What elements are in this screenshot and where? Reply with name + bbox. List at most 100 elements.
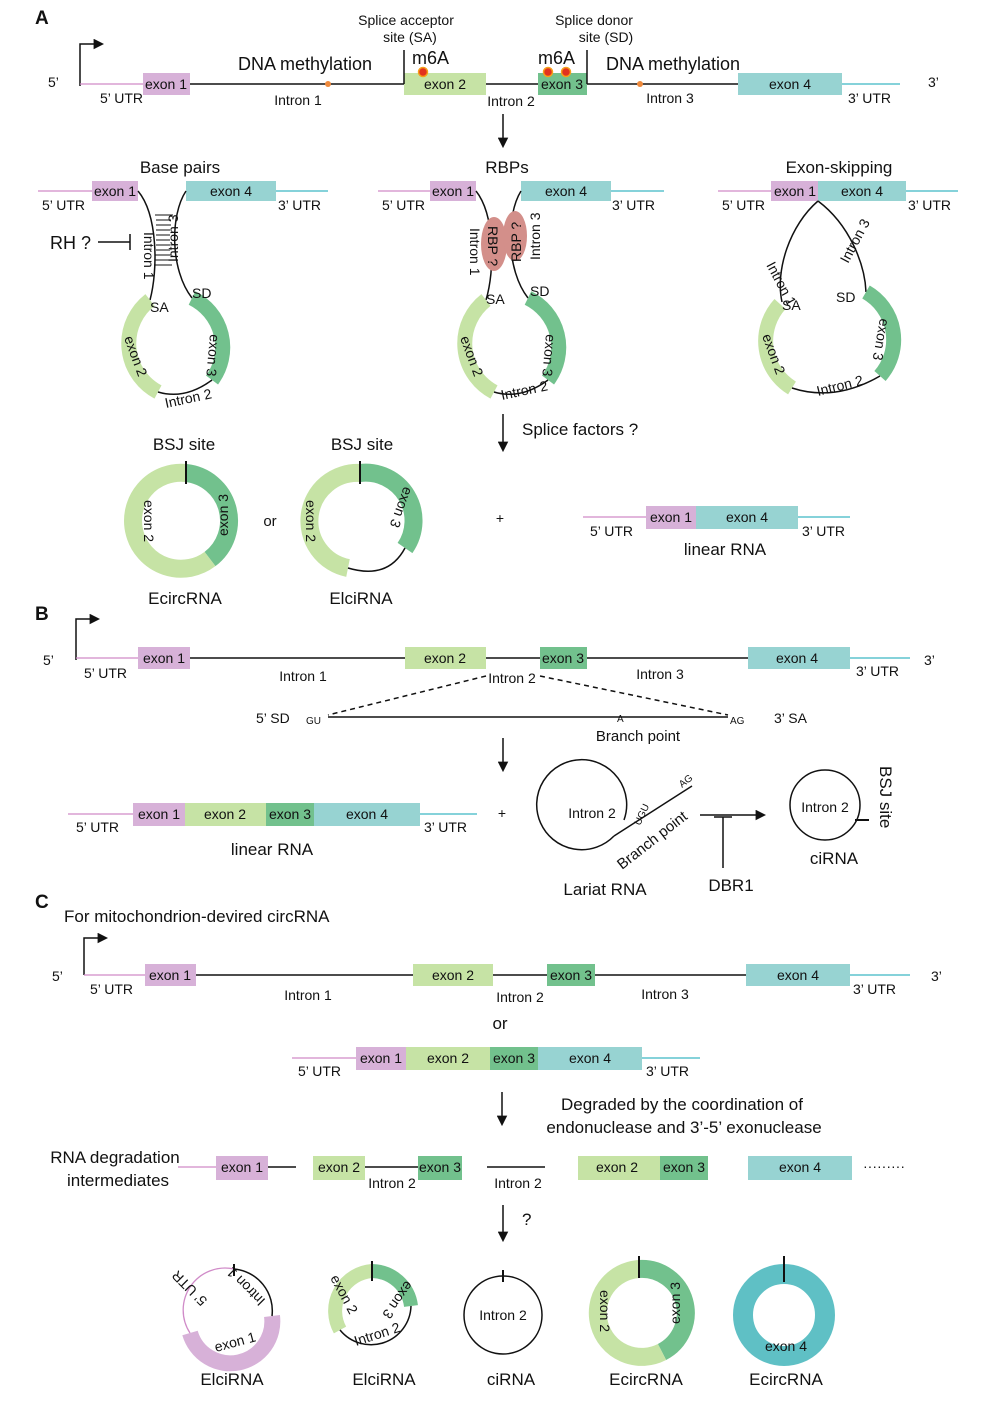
base-pair-rungs (154, 214, 173, 266)
five-prime-end: 5’ (43, 652, 54, 668)
exon4-label: exon 4 (726, 509, 768, 525)
exon1-box (430, 181, 476, 201)
rbps-title: RBPs (485, 158, 528, 177)
exon1-ring-segment (182, 1315, 281, 1372)
exon2-label: exon 2 (427, 1050, 469, 1066)
intron1-label: Intron 1 (284, 987, 332, 1003)
exon2-box (313, 1156, 365, 1180)
three-prime-end: 3’ (928, 74, 939, 90)
utr5-label: 5’ UTR (298, 1063, 341, 1079)
exon3-ring-segment (371, 1264, 418, 1308)
intron3-strand (817, 200, 867, 293)
degraded-l2: endonuclease and 3’-5’ exonuclease (546, 1118, 821, 1137)
exon4-label: exon 4 (769, 76, 811, 92)
ellipsis-dots: ········· (863, 1158, 905, 1174)
exon4-box (186, 181, 276, 201)
ecircrna-label: EcircRNA (148, 589, 222, 608)
exon1-box (92, 181, 138, 201)
intron1-ring-segment (233, 1268, 274, 1317)
promoter-arrow (83, 932, 109, 975)
exon3-label: exon 3 (550, 967, 592, 983)
exon1-box (143, 73, 190, 95)
exon1-label: exon 1 (94, 183, 136, 199)
methylation-dot-left (325, 81, 331, 87)
bsj-site-label: BSJ site (331, 435, 393, 454)
exon2-box (578, 1156, 660, 1180)
intron1-strand (137, 190, 156, 301)
rh-label: RH ? (50, 233, 91, 253)
exon2-arc (121, 294, 162, 399)
exon1-label: exon 1 (143, 650, 185, 666)
utr3-label: 3’ UTR (612, 197, 655, 213)
exon3-label: exon 3 (542, 650, 584, 666)
utr5-label: 5’ UTR (590, 523, 633, 539)
exon4-box (818, 181, 906, 201)
dbr1-label: DBR1 (708, 876, 753, 895)
exon4-label: exon 4 (779, 1159, 821, 1175)
lariat-loop (535, 758, 628, 851)
intron1-label: Intron 1 (467, 228, 483, 276)
intron1-label: Intron 1 (141, 232, 157, 280)
exon2-label: exon 2 (596, 1159, 638, 1175)
exon4-box (314, 803, 420, 826)
exon3-ring-segment (184, 464, 238, 567)
lariat-intron2-label: Intron 2 (568, 805, 616, 821)
dna-methylation-right: DNA methylation (606, 54, 740, 74)
rbp-label-right: RBP ? (508, 222, 524, 262)
exon2-label: exon 2 (424, 76, 466, 92)
plus-sign: + (496, 510, 504, 526)
intron2-ring-segment (339, 1305, 412, 1346)
m6a-dot (542, 66, 554, 78)
exon1-box (646, 506, 696, 529)
zoom-line-left (327, 675, 487, 716)
cirna-label: ciRNA (487, 1370, 536, 1389)
exon2-ring-segment (328, 1264, 373, 1334)
exon2-box (185, 803, 266, 826)
exon1-label: exon 1 (360, 1050, 402, 1066)
intron2-label: Intron 2 (815, 372, 865, 399)
exon3-arc (188, 291, 231, 385)
ecircrna-label: EcircRNA (749, 1370, 823, 1389)
intron3-label: Intron 3 (165, 214, 181, 262)
exon3-box (547, 964, 595, 986)
exon3-label: exon 3 (215, 494, 231, 536)
exon3-box (540, 647, 587, 669)
utr3-label: 3’ UTR (856, 663, 899, 679)
exon2-box (406, 1047, 490, 1070)
exon4-box (746, 964, 850, 986)
intron3-label: Intron 3 (527, 212, 543, 260)
exon3-label: exon 3 (870, 317, 893, 361)
exon3-label: exon 3 (663, 1159, 705, 1175)
intron3-strand (173, 190, 193, 299)
exon2-label: exon 2 (303, 500, 319, 542)
utr5-label: 5’ UTR (84, 665, 127, 681)
exon4-label: exon 4 (210, 183, 252, 199)
exon3-label: exon 3 (493, 1050, 535, 1066)
intron3-label: Intron 3 (646, 90, 694, 106)
exon1-label: exon 1 (650, 509, 692, 525)
sa-label: SA (150, 299, 169, 315)
sa-label: SA (486, 291, 505, 307)
bsj-site-label: BSJ site (876, 766, 895, 828)
exon4-box (521, 181, 611, 201)
bsj-site-label: BSJ site (153, 435, 215, 454)
intron3-label: Intron 3 (837, 216, 874, 266)
utr3-label: 3’ UTR (424, 819, 467, 835)
intron3-label: Intron 3 (636, 666, 684, 682)
or-label: or (263, 513, 276, 530)
ag-label: AG (730, 716, 745, 727)
branch-a-label: A (617, 714, 624, 725)
panel-a-label: A (35, 8, 49, 29)
exon3-ring-segment (358, 463, 423, 554)
sd-label: SD (192, 285, 211, 301)
exon4-box (538, 1047, 642, 1070)
intron2-arc (157, 379, 213, 395)
five-prime-end: 5’ (48, 74, 59, 90)
utr5-label: 5’ UTR (42, 197, 85, 213)
exon2-arc (457, 294, 498, 399)
intron3-label: Intron 3 (641, 986, 689, 1002)
dna-methylation-left: DNA methylation (238, 54, 372, 74)
exon1-box (771, 181, 818, 201)
intron1-label: Intron 1 (274, 92, 322, 108)
